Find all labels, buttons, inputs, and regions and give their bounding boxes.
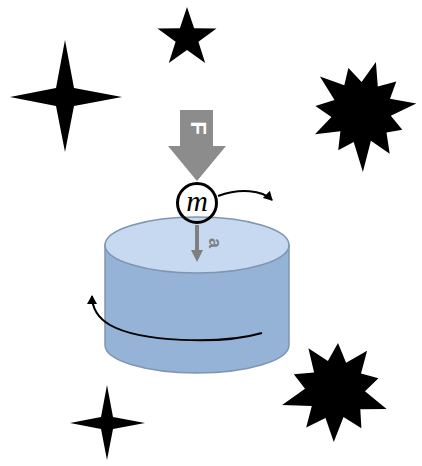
rotation-arrow	[92, 296, 262, 340]
cylinder-top	[105, 217, 289, 273]
explosion-shape	[315, 62, 416, 172]
force-label: F	[186, 121, 208, 134]
force-arrow	[168, 110, 226, 181]
acceleration-label: a	[206, 238, 224, 248]
acceleration-arrow	[195, 225, 199, 256]
motion-arrow	[218, 191, 272, 200]
four-point-star	[70, 385, 145, 460]
four-point-star	[10, 40, 122, 152]
explosion-shape	[282, 343, 387, 442]
mass-circle: m	[176, 182, 218, 224]
five-point-star	[158, 7, 217, 63]
mass-label: m	[186, 186, 208, 216]
